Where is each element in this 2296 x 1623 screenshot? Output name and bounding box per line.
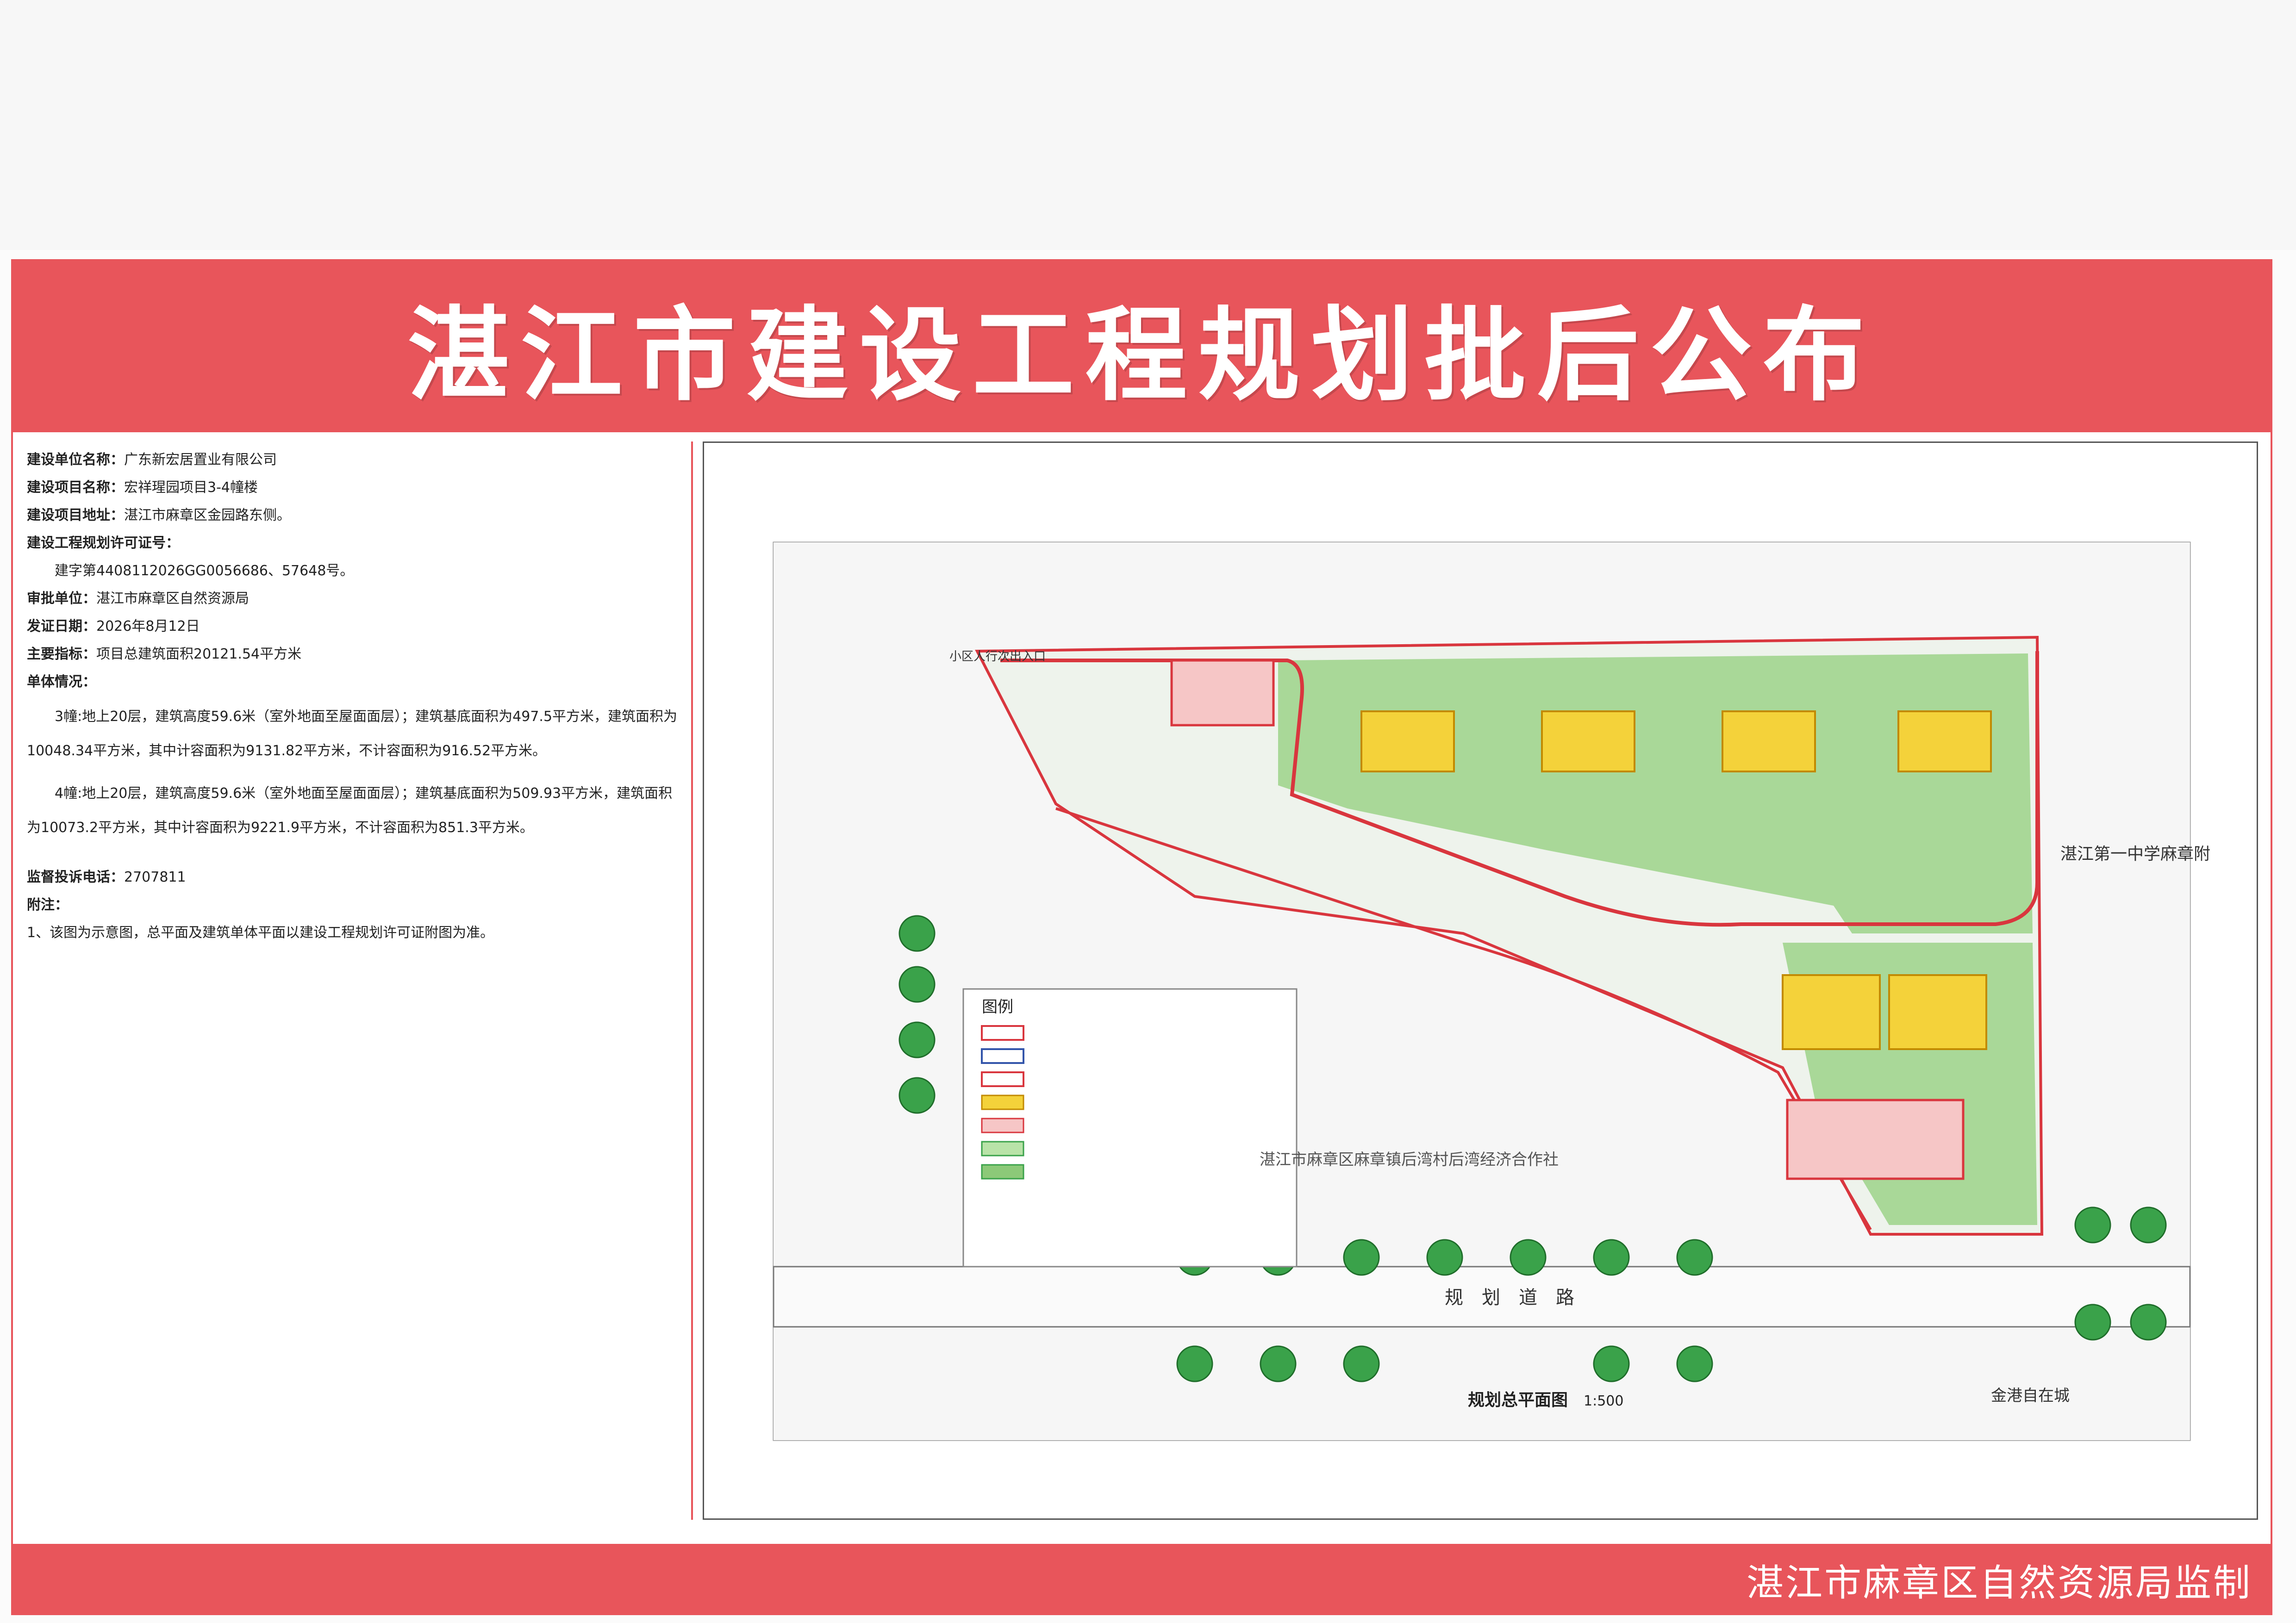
commercial-building-south [1786, 1099, 1965, 1180]
info-note-label: 附注： [27, 897, 69, 913]
plan-scale: 1:500 [1584, 1393, 1623, 1409]
tree-icon [1260, 1345, 1297, 1382]
info-unit: 建设单位名称：广东新宏居置业有限公司 [27, 452, 277, 468]
tree-icon [898, 1021, 936, 1058]
site-plan: 规 划 道 路 [703, 442, 2258, 1520]
tree-icon [898, 1077, 936, 1114]
tree-icon [1593, 1239, 1630, 1276]
residential-building [1897, 710, 1992, 772]
tree-icon [1593, 1345, 1630, 1382]
column-divider [691, 442, 693, 1520]
info-single: 单体情况： [27, 674, 96, 690]
planned-road [773, 1266, 2191, 1328]
tree-icon [1676, 1345, 1713, 1382]
residential-building [1722, 710, 1816, 772]
building-3-desc: 3幢:地上20层，建筑高度59.6米（室外地面至屋面面层）；建筑基底面积为497… [27, 709, 678, 759]
tree-icon [2130, 1206, 2167, 1244]
inner-road [1000, 651, 2039, 927]
tree-icon [1343, 1239, 1380, 1276]
notice-title: 湛江市建设工程规划批后公布 [407, 296, 1876, 415]
legend-swatch [981, 1141, 1024, 1157]
info-date: 发证日期：2026年8月12日 [27, 618, 200, 634]
legend-swatch [981, 1164, 1024, 1180]
project-info: 建设单位名称：广东新宏居置业有限公司 建设项目名称：宏祥瑆园项目3-4幢楼 建设… [27, 446, 684, 1520]
info-approver: 审批单位：湛江市麻章区自然资源局 [27, 591, 249, 607]
building-4 [1888, 974, 1987, 1050]
tree-icon [2130, 1304, 2167, 1341]
legend-swatch [981, 1118, 1024, 1133]
legend-swatch [981, 1071, 1024, 1087]
site-plan-drawing: 规 划 道 路 [773, 541, 2210, 1441]
info-permit: 建字第4408112026GG0056686、57648号。 [55, 563, 354, 579]
info-permit-label: 建设工程规划许可证号： [27, 535, 180, 551]
building-4-desc: 4幢:地上20层，建筑高度59.6米（室外地面至屋面面层）；建筑基底面积为509… [27, 785, 673, 836]
legend-swatch [981, 1048, 1024, 1064]
residential-building [1541, 710, 1635, 772]
legend-title: 图例 [982, 998, 1013, 1016]
legend-swatches [981, 1025, 1024, 1180]
header-band: 湛江市建设工程规划批后公布 [13, 261, 2271, 432]
entrance-label: 小区人行次出入口 [949, 650, 1046, 664]
building-3 [1782, 974, 1881, 1050]
coop-label: 湛江市麻章区麻章镇后湾村后湾经济合作社 [1260, 1150, 1559, 1169]
footer-text: 湛江市麻章区自然资源局监制 [1747, 1561, 2252, 1604]
tree-icon [1343, 1345, 1380, 1382]
tree-icon [2074, 1304, 2111, 1341]
planned-road-label: 规 划 道 路 [1445, 1287, 1574, 1308]
info-project: 建设项目名称：宏祥瑆园项目3-4幢楼 [27, 479, 258, 496]
tree-icon [1176, 1345, 1213, 1382]
commercial-building [1170, 659, 1275, 727]
school-label: 湛江第一中学麻章附 [2060, 845, 2210, 864]
scan-margin [0, 0, 2296, 250]
residential-buildings [1360, 710, 1992, 1050]
green-area-north [1278, 653, 2033, 933]
community-label: 金港自在城 [1991, 1387, 2070, 1405]
residential-building [1360, 710, 1455, 772]
info-address: 建设项目地址：湛江市麻章区金园路东侧。 [27, 507, 291, 523]
footer-band: 湛江市麻章区自然资源局监制 [13, 1544, 2271, 1613]
info-indicator: 主要指标：项目总建筑面积20121.54平方米 [27, 646, 302, 662]
plan-title: 规划总平面图 [1468, 1391, 1568, 1410]
tree-icon [1676, 1239, 1713, 1276]
legend-swatch [981, 1094, 1024, 1110]
info-phone: 监督投诉电话：2707811 [27, 869, 186, 885]
tree-icon [898, 915, 936, 952]
notice-board: 湛江市建设工程规划批后公布 建设单位名称：广东新宏居置业有限公司 建设项目名称：… [11, 259, 2272, 1615]
tree-icon [1510, 1239, 1547, 1276]
tree-icon [1426, 1239, 1463, 1276]
tree-icon [898, 966, 936, 1003]
tree-icon [2074, 1206, 2111, 1244]
diagonal-road [1055, 807, 1872, 1231]
info-note: 1、该图为示意图，总平面及建筑单体平面以建设工程规划许可证附图为准。 [27, 925, 494, 941]
legend-swatch [981, 1025, 1024, 1041]
